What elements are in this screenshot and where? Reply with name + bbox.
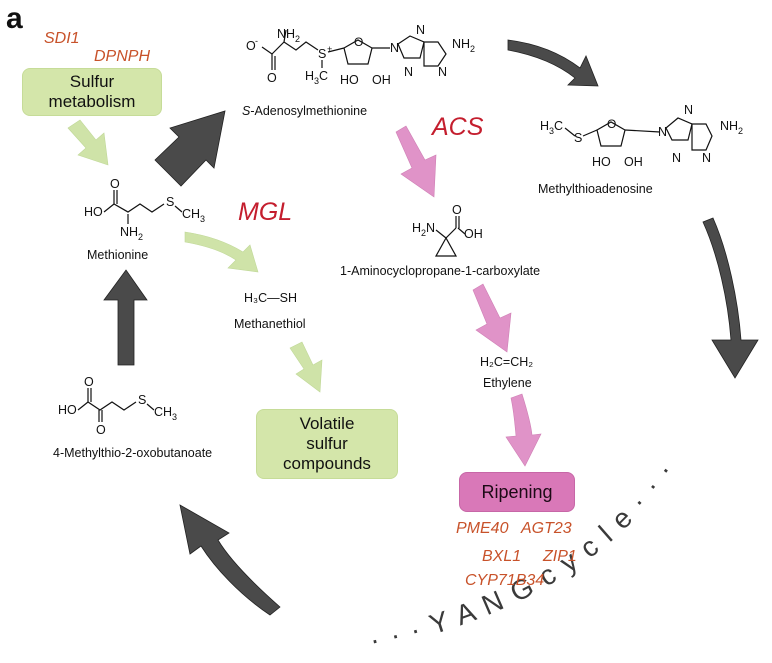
svg-text:N: N bbox=[684, 103, 693, 117]
svg-text:H: H bbox=[540, 119, 549, 133]
svg-text:3: 3 bbox=[200, 214, 205, 224]
ripening-box: Ripening bbox=[459, 472, 575, 512]
gene-sdi1: SDI1 bbox=[44, 30, 80, 47]
svg-text:O: O bbox=[246, 39, 256, 53]
svg-text:CH: CH bbox=[182, 207, 200, 221]
compound-ethylene-label: Ethylene bbox=[483, 376, 532, 390]
cycle-arrow-mta-down bbox=[702, 217, 759, 379]
enzyme-mgl: MGL bbox=[238, 198, 293, 226]
cycle-arrow-kmb-to-met bbox=[103, 269, 148, 366]
svg-text:O: O bbox=[354, 35, 363, 49]
svg-text:C: C bbox=[554, 119, 563, 133]
volatile-line-2: sulfur bbox=[306, 434, 348, 453]
compound-sam-label: S-Adenosylmethionine bbox=[242, 104, 367, 118]
sam-name: -Adenosylmethionine bbox=[250, 104, 368, 118]
sam-prefix: S bbox=[242, 104, 251, 118]
svg-text:NH: NH bbox=[720, 119, 738, 133]
svg-text:N: N bbox=[702, 151, 711, 165]
svg-text:O: O bbox=[452, 203, 462, 217]
svg-text:2: 2 bbox=[138, 232, 143, 242]
cycle-arrow-sam-to-mta bbox=[507, 39, 599, 87]
gene-dpnph: DPNPH bbox=[94, 48, 151, 65]
sulfur-metabolism-line-2: metabolism bbox=[48, 92, 136, 111]
svg-text:S: S bbox=[574, 131, 582, 145]
svg-text:NH: NH bbox=[452, 37, 470, 51]
svg-text:S: S bbox=[318, 47, 326, 61]
svg-text:OH: OH bbox=[464, 227, 483, 241]
volatile-line-3: compounds bbox=[283, 454, 371, 473]
svg-text:3: 3 bbox=[172, 412, 177, 422]
svg-text:O: O bbox=[110, 177, 120, 191]
volatile-sulfur-box: Volatile sulfur compounds bbox=[256, 409, 398, 479]
compound-mta-label: Methylthioadenosine bbox=[538, 182, 653, 196]
svg-text:C: C bbox=[319, 69, 328, 83]
svg-text:OH: OH bbox=[372, 73, 391, 87]
gene-zip1: ZIP1 bbox=[543, 548, 577, 565]
svg-text:+: + bbox=[327, 44, 332, 54]
svg-text:2: 2 bbox=[470, 44, 475, 54]
methanethiol-formula: H₃C—SH bbox=[244, 291, 298, 305]
compound-methionine-label: Methionine bbox=[87, 248, 149, 262]
compound-kmb-label: 4-Methylthio-2-oxobutanoate bbox=[53, 446, 213, 460]
sulfur-metabolism-box: Sulfur metabolism bbox=[22, 68, 162, 116]
enzyme-acs: ACS bbox=[432, 113, 484, 141]
svg-text:2: 2 bbox=[295, 34, 300, 44]
svg-text:S: S bbox=[138, 393, 146, 407]
svg-text:HO: HO bbox=[84, 205, 103, 219]
svg-text:H: H bbox=[412, 221, 421, 235]
cycle-arrow-met-to-sam bbox=[154, 110, 226, 187]
compound-acc-label: 1-Aminocyclopropane-1-carboxylate bbox=[340, 264, 541, 278]
svg-text:N: N bbox=[404, 65, 413, 79]
pink-arrow-acc-to-ethylene bbox=[472, 283, 512, 353]
svg-text:HO: HO bbox=[592, 155, 611, 169]
svg-text:NH: NH bbox=[277, 27, 295, 41]
panel-label: a bbox=[6, 2, 23, 35]
sulfur-metabolism-line-1: Sulfur bbox=[69, 72, 115, 91]
svg-text:HO: HO bbox=[58, 403, 77, 417]
svg-text:HO: HO bbox=[340, 73, 359, 87]
svg-text:2: 2 bbox=[738, 126, 743, 136]
svg-text:H: H bbox=[305, 69, 314, 83]
ripening-label: Ripening bbox=[481, 482, 553, 502]
svg-text:O: O bbox=[84, 375, 94, 389]
pink-arrow-sam-to-acc bbox=[395, 125, 437, 198]
gene-agt23: AGT23 bbox=[521, 520, 572, 537]
ethylene-formula: H₂C=CH₂ bbox=[480, 355, 534, 369]
svg-text:3: 3 bbox=[314, 76, 319, 86]
svg-text:OH: OH bbox=[624, 155, 643, 169]
cycle-arrow-bottom-left bbox=[179, 504, 281, 616]
svg-text:O: O bbox=[267, 71, 277, 85]
gene-cyp71b34: CYP71B34 bbox=[465, 572, 545, 589]
green-arrow-sulfur-to-met bbox=[67, 119, 109, 166]
svg-text:N: N bbox=[672, 151, 681, 165]
svg-text:O: O bbox=[96, 423, 106, 437]
svg-text:O: O bbox=[607, 117, 616, 131]
svg-text:N: N bbox=[426, 221, 435, 235]
green-arrow-methanethiol-to-volatile bbox=[289, 341, 323, 393]
svg-text:2: 2 bbox=[421, 228, 426, 238]
svg-text:NH: NH bbox=[120, 225, 138, 239]
compound-methanethiol-label: Methanethiol bbox=[234, 317, 306, 331]
svg-text:N: N bbox=[438, 65, 447, 79]
svg-text:N: N bbox=[390, 41, 399, 55]
svg-text:CH: CH bbox=[154, 405, 172, 419]
svg-text:S: S bbox=[166, 195, 174, 209]
green-arrow-met-to-methanethiol bbox=[184, 231, 259, 273]
volatile-line-1: Volatile bbox=[299, 414, 355, 433]
gene-bxl1: BXL1 bbox=[482, 548, 522, 565]
svg-text:N: N bbox=[658, 125, 667, 139]
svg-text:N: N bbox=[416, 23, 425, 37]
svg-text:3: 3 bbox=[549, 126, 554, 136]
svg-text:-: - bbox=[255, 36, 258, 46]
gene-pme40: PME40 bbox=[456, 520, 509, 537]
pink-arrow-ethylene-to-ripening bbox=[505, 393, 542, 467]
